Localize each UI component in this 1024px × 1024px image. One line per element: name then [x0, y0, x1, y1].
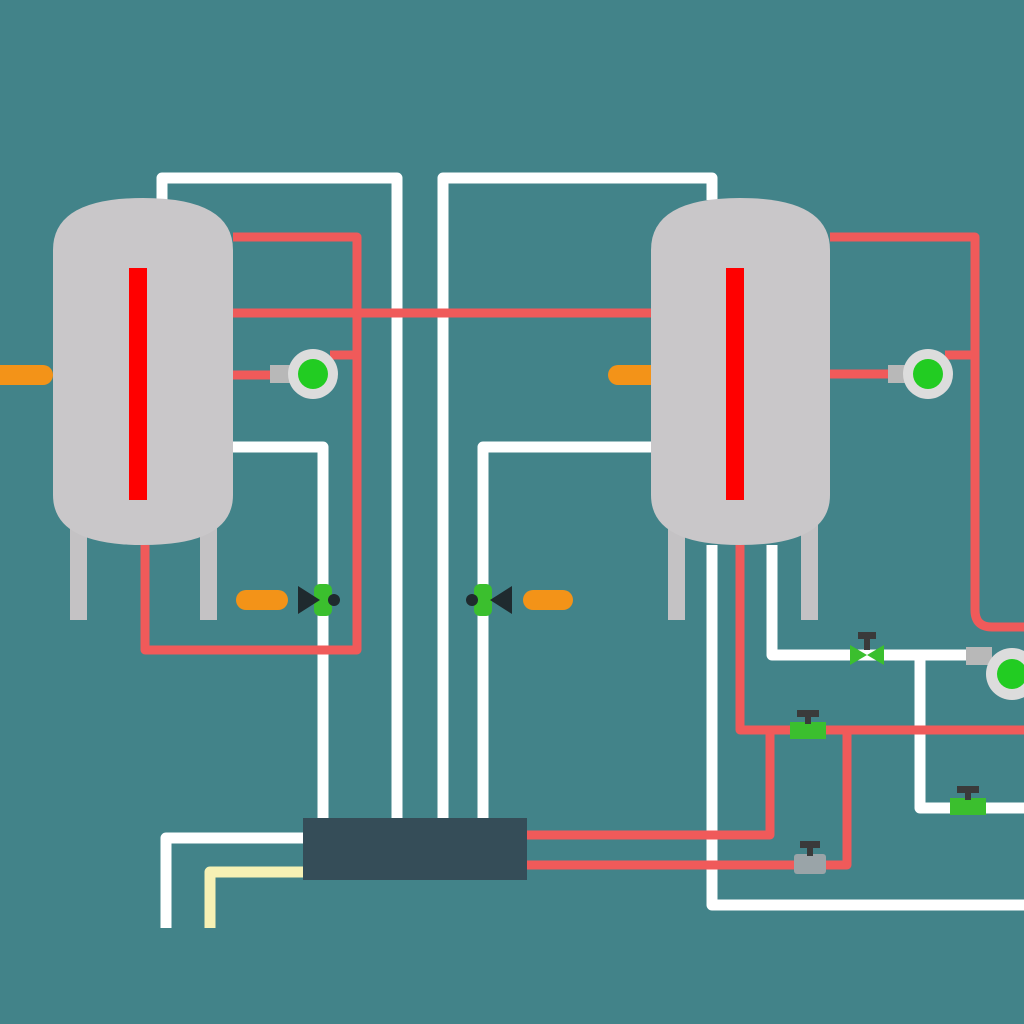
pipe-right-tank-out [477, 441, 651, 820]
hot-pipe-left-loop [140, 232, 362, 655]
tank-leg [70, 510, 87, 620]
hot-pipe-right-lower [735, 545, 1024, 735]
tank-leg [801, 510, 818, 620]
pipe-manifold-out-white [160, 832, 303, 928]
pump-status-icon [997, 659, 1024, 689]
hot-pipe-right-loop [830, 232, 1024, 632]
far-right-pump[interactable] [966, 647, 1024, 700]
valve-icon [490, 586, 512, 614]
valve-branch[interactable] [950, 786, 986, 815]
left-tank[interactable] [53, 198, 233, 620]
left-pump[interactable] [270, 349, 338, 399]
pipe-left-top-loop [156, 172, 403, 820]
valve-red-line[interactable] [790, 710, 826, 739]
hot-pipe-manifold-1 [527, 730, 775, 840]
pipe-right-bottom [706, 545, 1024, 911]
valve-left[interactable] [298, 584, 340, 616]
valve-right[interactable] [466, 584, 512, 616]
valve-manifold-gray[interactable] [794, 841, 826, 874]
valve-icon [298, 586, 320, 614]
right-pump[interactable] [888, 349, 953, 399]
white-pipes [156, 172, 1024, 928]
right-tank[interactable] [651, 198, 830, 620]
hot-pipes [140, 232, 1024, 870]
valve-white-line[interactable] [850, 632, 884, 665]
pipe-manifold-out-yellow [204, 866, 303, 928]
pipe-right-branch [914, 655, 1024, 814]
pipe-left-tank-out [233, 441, 329, 820]
manifold-block[interactable] [303, 818, 527, 880]
pipe-right-top-loop [437, 172, 718, 820]
level-indicator [726, 268, 744, 500]
hot-pipe-manifold-2 [527, 730, 852, 870]
level-indicator [129, 268, 147, 500]
tank-leg [200, 510, 217, 620]
pump-status-icon [913, 359, 943, 389]
pump-status-icon [298, 359, 328, 389]
tank-leg [668, 510, 685, 620]
